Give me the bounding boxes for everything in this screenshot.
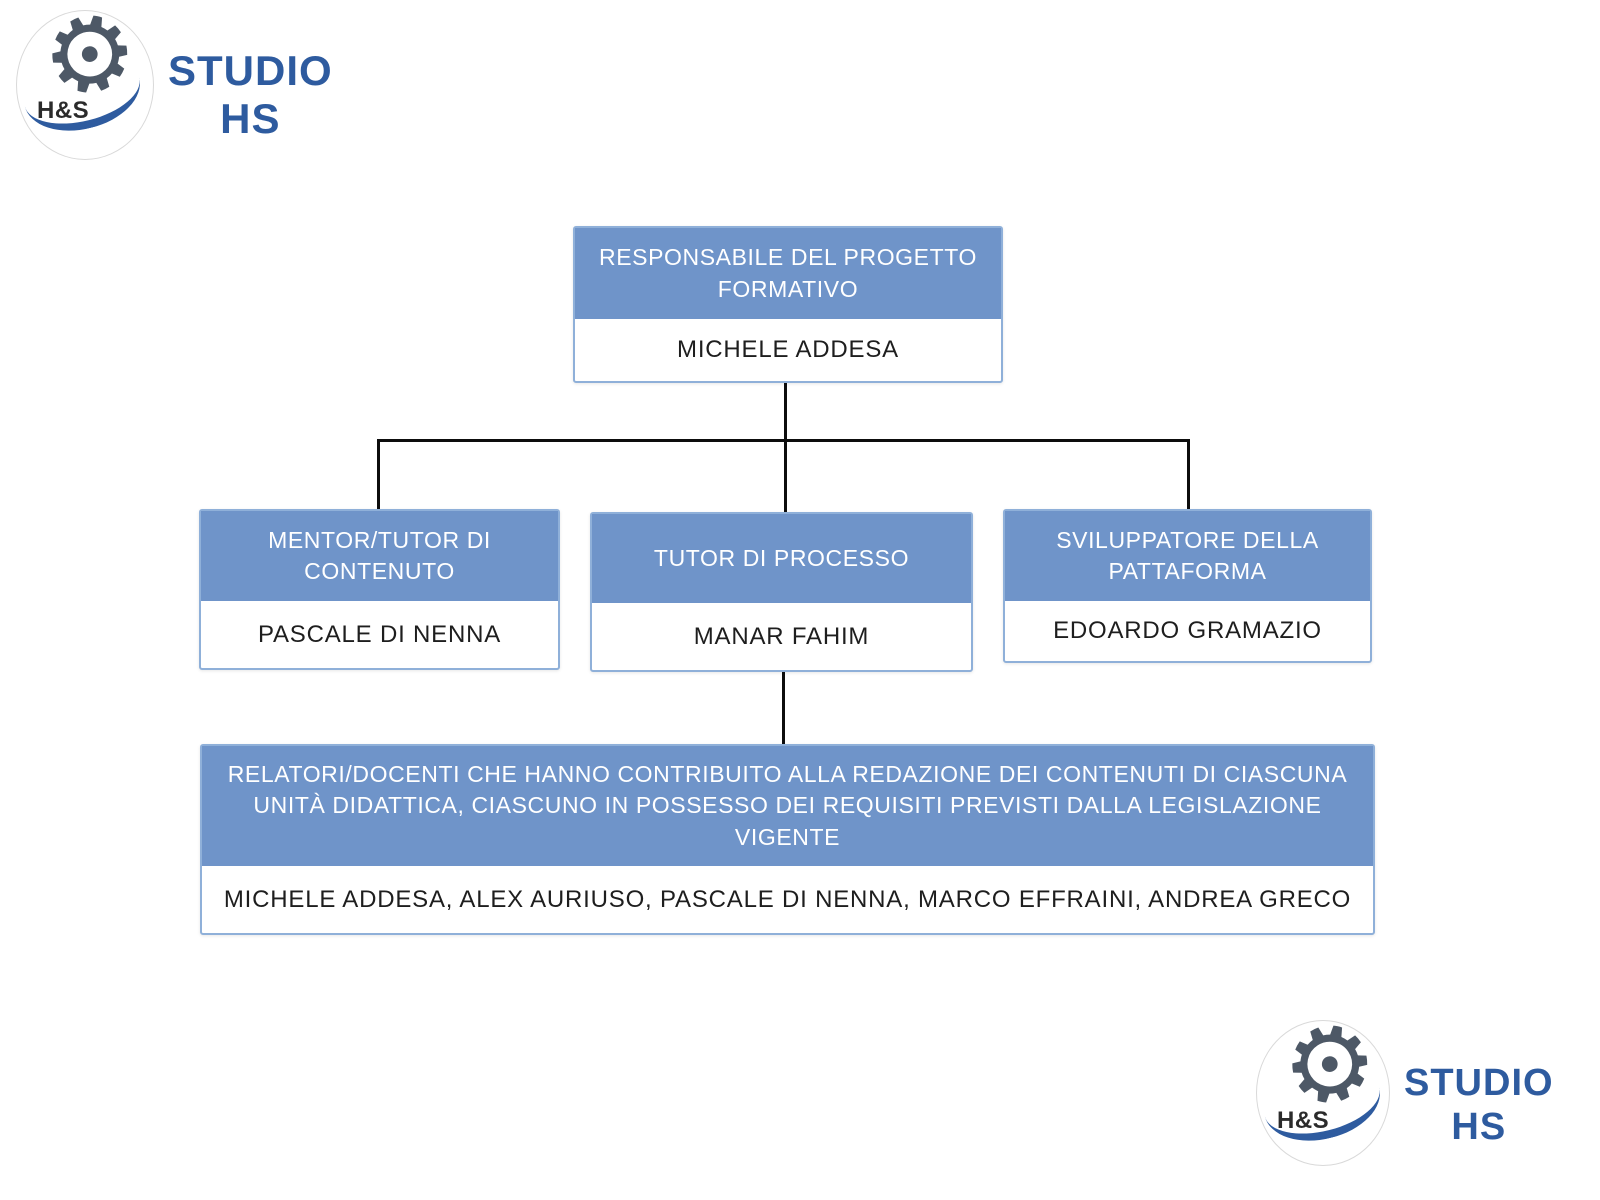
brand-line-studio: STUDIO [168,47,333,94]
node-title: MENTOR/TUTOR DI CONTENUTO [201,511,558,601]
node-person: EDOARDO GRAMAZIO [1053,617,1322,645]
node-sviluppatore-piattaforma: SVILUPPATORE DELLA PATTAFORMA EDOARDO GR… [1003,509,1372,663]
node-person: MANAR FAHIM [693,622,870,650]
node-mentor-tutor-contenuto: MENTOR/TUTOR DI CONTENUTO PASCALE DI NEN… [199,509,560,670]
logo-hs-text: H&S [1277,1107,1330,1134]
logo-hs-text: H&S [37,97,90,124]
connector-root-vertical [784,383,787,512]
node-title: TUTOR DI PROCESSO [592,514,971,603]
brand-line-hs: HS [220,95,281,142]
connector-horizontal [377,439,1190,442]
node-person: MICHELE ADDESA, ALEX AURIUSO, PASCALE DI… [223,885,1352,913]
connector-left-vertical [377,440,380,509]
connector-middle-vertical [782,672,785,744]
node-title: RELATORI/DOCENTI CHE HANNO CONTRIBUITO A… [202,746,1373,866]
node-title: SVILUPPATORE DELLA PATTAFORMA [1005,511,1370,601]
connector-right-vertical [1187,440,1190,509]
logo-circle: ⚙ H&S [16,10,154,160]
node-person: MICHELE ADDESA [677,336,899,364]
brand-wordmark: STUDIO HS [1404,1064,1554,1146]
node-person: PASCALE DI NENNA [257,620,502,648]
studio-hs-logo-bottom: ⚙ H&S STUDIO HS [1256,1020,1554,1166]
node-responsabile-progetto: RESPONSABILE DEL PROGETTO FORMATIVO MICH… [573,226,1003,383]
brand-line-hs: HS [1451,1106,1507,1148]
logo-circle: ⚙ H&S [1256,1020,1390,1166]
brand-line-studio: STUDIO [1404,1062,1554,1104]
brand-wordmark: STUDIO HS [168,50,333,140]
node-relatori-docenti: RELATORI/DOCENTI CHE HANNO CONTRIBUITO A… [200,744,1375,935]
node-tutor-di-processo: TUTOR DI PROCESSO MANAR FAHIM [590,512,973,672]
studio-hs-logo-top: ⚙ H&S STUDIO HS [16,10,333,160]
node-title: RESPONSABILE DEL PROGETTO FORMATIVO [575,228,1001,319]
